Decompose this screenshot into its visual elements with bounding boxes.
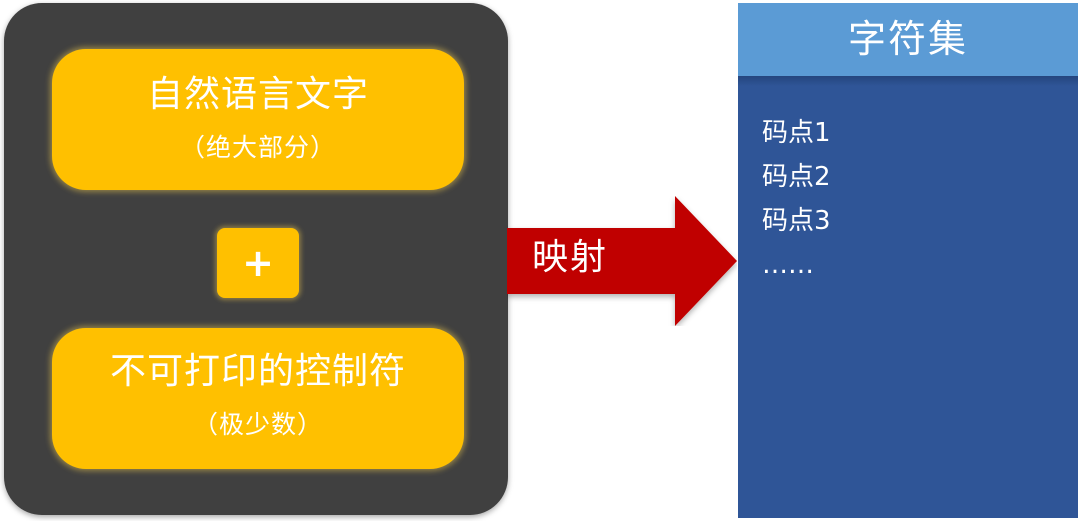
code-point-item: 码点3 <box>762 206 831 236</box>
mapping-label: 映射 <box>532 237 609 278</box>
code-point-ellipsis: …… <box>762 250 814 280</box>
control-chars-box: 不可打印的控制符 （极少数） <box>52 328 464 469</box>
code-point-item: 码点2 <box>762 162 831 192</box>
charset-title: 字符集 <box>847 17 968 61</box>
code-point-list: 码点1 码点2 码点3 …… <box>762 111 831 287</box>
code-point-item: 码点1 <box>762 118 831 148</box>
control-chars-title: 不可打印的控制符 <box>109 351 406 392</box>
charset-panel: 字符集 码点1 码点2 码点3 …… <box>738 3 1078 518</box>
charset-header-shadow <box>738 76 1078 86</box>
plus-sign: + <box>217 228 299 298</box>
control-chars-subtitle: （极少数） <box>192 410 323 439</box>
mapping-arrow <box>507 196 737 326</box>
natural-language-subtitle: （绝大部分） <box>179 133 336 162</box>
natural-language-title: 自然语言文字 <box>146 74 369 115</box>
mapping-arrow-shape <box>507 196 737 326</box>
natural-language-box: 自然语言文字 （绝大部分） <box>52 49 464 190</box>
charset-header <box>738 3 1078 76</box>
source-panel: 自然语言文字 （绝大部分） + 不可打印的控制符 （极少数） <box>4 3 508 515</box>
